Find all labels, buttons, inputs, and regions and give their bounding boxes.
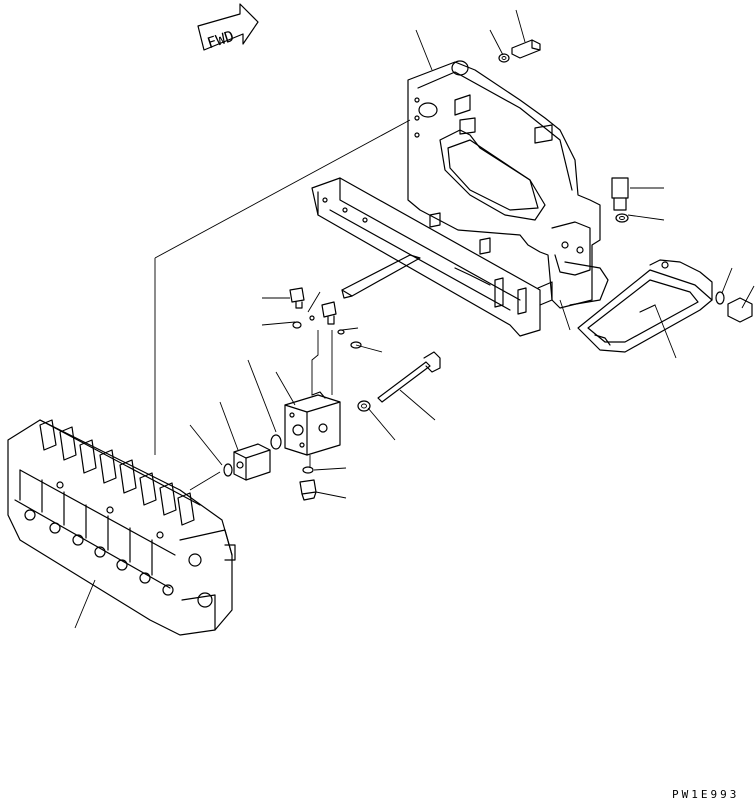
valve-ports xyxy=(24,481,213,608)
fwd-label: FWD xyxy=(205,27,236,52)
o-ring-right-upper xyxy=(337,329,345,335)
bolt-right-lower xyxy=(715,291,753,323)
leader-lines xyxy=(74,9,755,629)
fwd-arrow: FWD xyxy=(197,3,259,52)
frame-bracket xyxy=(407,60,609,309)
cover-plate xyxy=(577,259,713,353)
o-ring-right xyxy=(350,341,362,349)
drawing-code: PW1E993 xyxy=(672,788,739,801)
valve-sections xyxy=(19,469,153,576)
support-beam xyxy=(311,177,553,337)
o-ring-lower xyxy=(302,466,314,474)
flat-strip xyxy=(341,254,421,299)
elbow-fitting-right xyxy=(321,301,337,325)
valve-block xyxy=(284,391,341,456)
guide-lines xyxy=(154,119,571,491)
control-valve-assembly xyxy=(7,419,236,636)
o-ring-left xyxy=(223,463,233,477)
fitting-lower xyxy=(299,479,317,501)
spool-caps xyxy=(39,419,195,526)
elbow-fitting-upper xyxy=(289,287,305,309)
long-bolt xyxy=(357,351,441,412)
o-ring-upper-left xyxy=(292,321,302,329)
bolt-right-upper xyxy=(611,177,629,223)
o-ring-small xyxy=(309,315,315,321)
spacer-block xyxy=(233,443,271,481)
bolt-top xyxy=(498,39,541,63)
o-ring-mid xyxy=(270,434,282,450)
